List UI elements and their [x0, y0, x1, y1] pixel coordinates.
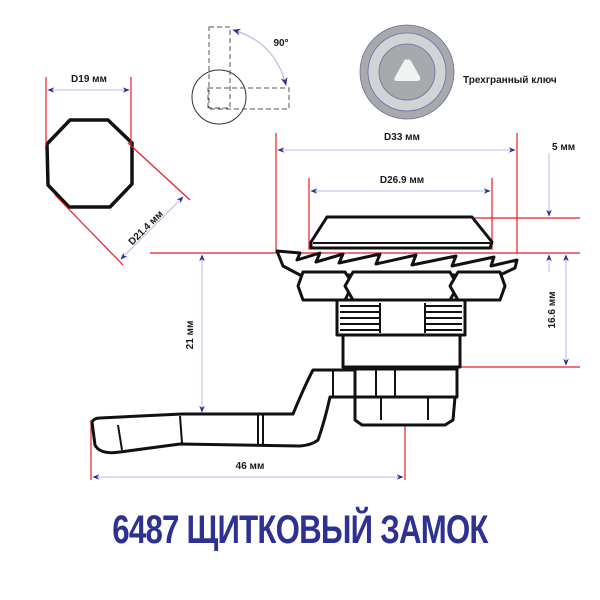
dimension-lines: D33 мм D26.9 мм 5 мм 16.6 мм 21 мм 46 мм: [90, 132, 580, 480]
lock-body: [90, 215, 519, 455]
cam-length-label: 46 мм: [236, 461, 265, 472]
key-type-label: Трехгранный ключ: [463, 75, 557, 86]
cap-diameter-label: D26.9 мм: [380, 175, 424, 186]
cam-nut-top: [351, 367, 459, 399]
cam-nut-bottom: [353, 395, 457, 427]
page-title: 6487 ЩИТКОВЫЙ ЗАМОК: [112, 508, 488, 552]
lower-body: [341, 333, 462, 369]
hex-nut-right: [448, 270, 507, 302]
cap-height-label: 5 мм: [552, 142, 575, 153]
octagon-diagonal-label: D21.4 мм: [127, 209, 166, 248]
rotation-angle-label: 90°: [273, 38, 288, 49]
octagon-width-label: D19 мм: [71, 74, 107, 85]
lock-cap: [309, 215, 494, 250]
hex-nut-mid: [343, 270, 460, 302]
flange-diameter-label: D33 мм: [384, 132, 420, 143]
triangle-key-icon: [394, 59, 421, 81]
rotation-diagram: 90°: [191, 26, 290, 125]
cam-arm: [90, 368, 357, 455]
key-face: Трехгранный ключ: [359, 24, 557, 120]
cam-offset-label: 21 мм: [185, 321, 196, 350]
octagon-section: D19 мм D21.4 мм: [45, 74, 191, 266]
serrated-washer: [275, 249, 519, 277]
body-height-label: 16.6 мм: [547, 291, 558, 328]
